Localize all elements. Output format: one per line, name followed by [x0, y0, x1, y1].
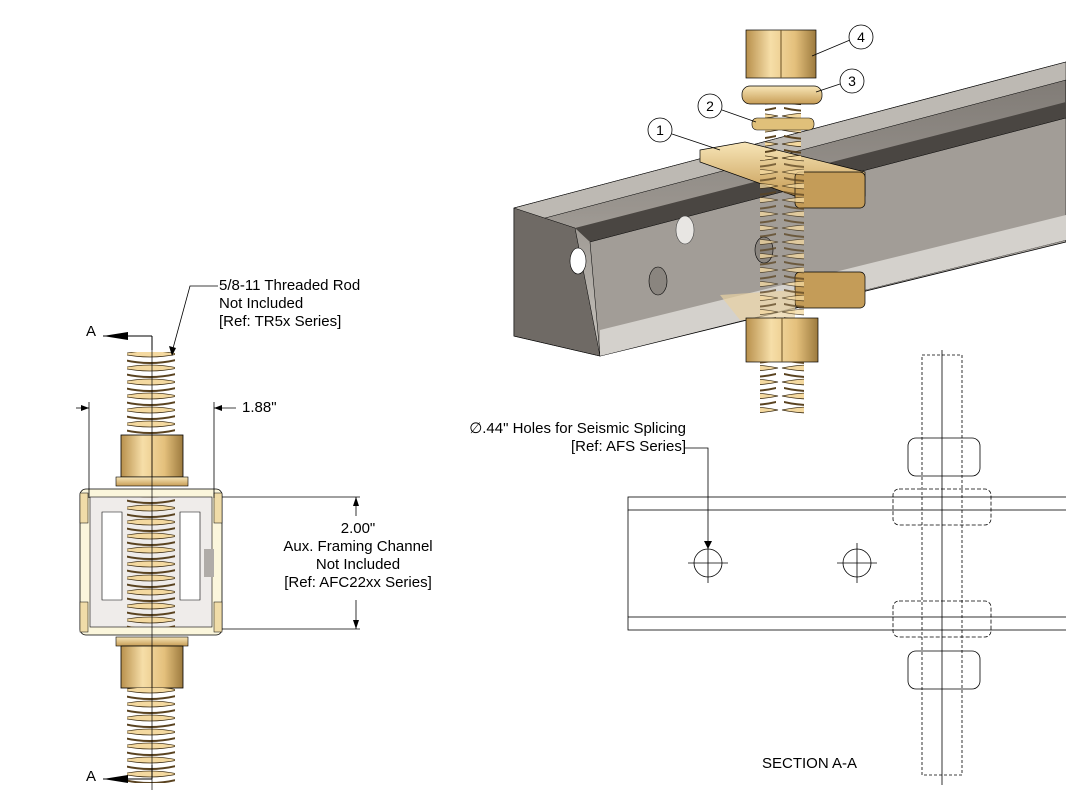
splice-hole-2: [837, 543, 877, 583]
rod-leader-line: [171, 285, 218, 353]
rod-callout-line-2: Not Included: [219, 295, 304, 312]
isometric-view: [513, 24, 1066, 414]
dimension-width: [76, 402, 236, 498]
star-washer-part-2: [751, 117, 815, 131]
height-dimension-label: 2.00": [340, 520, 376, 537]
balloon-2-label: 2: [706, 98, 714, 114]
rod-callout-line-1: 5/8-11 Threaded Rod: [219, 277, 361, 294]
balloon-4-label: 4: [857, 29, 865, 45]
rod-callout-line-3: [Ref: TR5x Series]: [219, 313, 342, 330]
section-marker-top: [103, 332, 153, 350]
threaded-rod-3d: [760, 160, 804, 320]
balloon-4: [848, 24, 874, 50]
balloon-2: [697, 93, 723, 119]
section-marker-bottom: [103, 765, 153, 783]
threaded-rod-through-channel: [127, 497, 175, 627]
channel-callout-line-1: Aux. Framing Channel: [283, 538, 433, 555]
threaded-rod-upper: [127, 352, 175, 442]
flat-washer-part-3: [741, 85, 823, 105]
threaded-rod-lower: [127, 688, 175, 783]
rod-callout: 5/8-11 Threaded Rod Not Included [Ref: T…: [219, 277, 360, 331]
channel-callout: 2.00" Aux. Framing Channel Not Included …: [258, 520, 458, 592]
section-view: [627, 350, 1066, 785]
holes-callout-line-1: ∅.44" Holes for Seismic Splicing: [469, 420, 686, 437]
balloon-3-label: 3: [848, 73, 856, 89]
holes-callout: ∅.44" Holes for Seismic Splicing [Ref: A…: [420, 420, 686, 456]
width-dimension-label: 1.88": [242, 399, 277, 416]
balloon-1-label: 1: [656, 122, 664, 138]
channel-callout-line-2: Not Included: [315, 556, 401, 573]
section-marker-bottom-label: A: [86, 768, 97, 785]
channel-callout-line-3: [Ref: AFC22xx Series]: [284, 574, 432, 591]
section-marker-top-label: A: [86, 323, 97, 340]
balloon-3: [839, 68, 865, 94]
left-elevation-view: [76, 285, 360, 790]
section-title: SECTION A-A: [762, 755, 858, 772]
holes-callout-line-2: [Ref: AFS Series]: [570, 438, 686, 455]
balloon-1: [647, 117, 673, 143]
dimension-height: [222, 496, 360, 630]
